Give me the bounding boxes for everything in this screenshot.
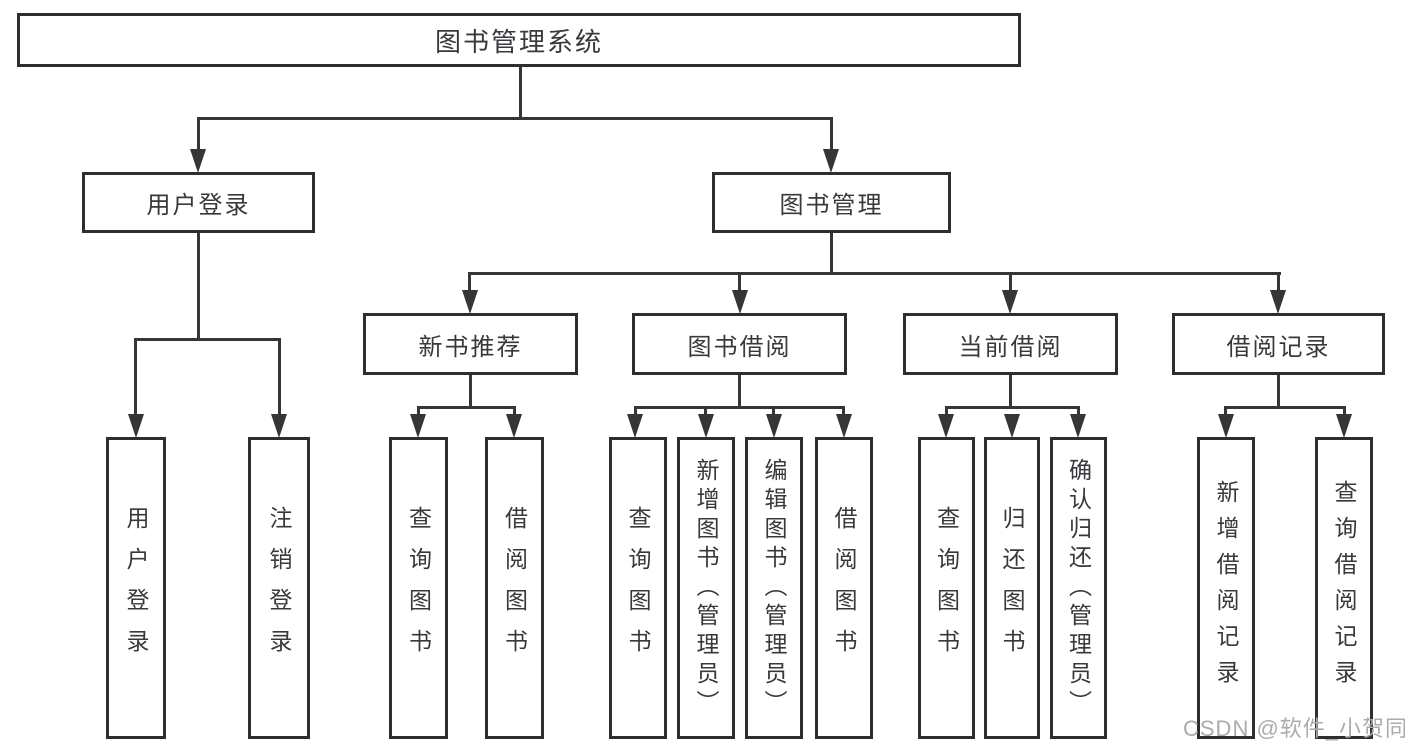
- connector-line: [469, 375, 472, 409]
- node-borrowing-records: 借阅记录: [1172, 313, 1385, 375]
- leaf-borrow-books-recommend: 借阅图书: [485, 437, 544, 739]
- connector-line: [417, 406, 420, 416]
- connector-line: [1077, 406, 1080, 416]
- node-label: 归还图书: [999, 506, 1025, 670]
- connector-line: [1224, 406, 1346, 409]
- leaf-query-books-current: 查询图书: [918, 437, 975, 739]
- connector-line: [1277, 375, 1280, 409]
- connector-line: [1343, 406, 1346, 416]
- leaf-add-borrow-record: 新增借阅记录: [1197, 437, 1255, 739]
- connector-line: [704, 406, 707, 416]
- node-current-borrowing: 当前借阅: [903, 313, 1118, 375]
- arrow-down-icon: [1004, 414, 1020, 438]
- connector-line: [197, 117, 200, 151]
- node-label: 编辑图书（管理员）: [761, 457, 787, 719]
- node-label: 借阅图书: [831, 506, 857, 670]
- arrow-down-icon: [836, 414, 852, 438]
- connector-line: [772, 406, 775, 416]
- node-user-login: 用户登录: [82, 172, 315, 233]
- connector-line: [738, 375, 741, 409]
- node-label: 借阅记录: [1226, 333, 1331, 361]
- connector-line: [830, 117, 833, 151]
- arrow-down-icon: [1270, 290, 1286, 314]
- connector-line: [634, 406, 637, 416]
- arrow-down-icon: [938, 414, 954, 438]
- connector-line: [738, 272, 741, 292]
- arrow-down-icon: [732, 290, 748, 314]
- connector-line: [519, 67, 522, 117]
- node-library-management-system: 图书管理系统: [17, 13, 1021, 67]
- arrow-down-icon: [1002, 290, 1018, 314]
- node-label: 图书借阅: [687, 333, 792, 361]
- leaf-return-books: 归还图书: [984, 437, 1040, 739]
- node-book-borrowing: 图书借阅: [632, 313, 847, 375]
- leaf-add-books-admin: 新增图书（管理员）: [677, 437, 735, 739]
- connector-line: [134, 338, 137, 416]
- node-new-book-recommendation: 新书推荐: [363, 313, 578, 375]
- arrow-down-icon: [627, 414, 643, 438]
- leaf-user-login: 用户登录: [106, 437, 166, 739]
- arrow-down-icon: [1070, 414, 1086, 438]
- node-book-management: 图书管理: [712, 172, 951, 233]
- connector-line: [468, 272, 471, 292]
- node-label: 用户登录: [123, 506, 149, 670]
- node-label: 查询图书: [405, 506, 432, 670]
- connector-line: [197, 233, 200, 341]
- leaf-confirm-return-admin: 确认归还（管理员）: [1050, 437, 1107, 739]
- connector-line: [945, 406, 948, 416]
- arrow-down-icon: [190, 149, 206, 173]
- leaf-query-books-borrowing: 查询图书: [609, 437, 667, 739]
- connector-line: [945, 406, 1080, 409]
- node-label: 用户登录: [146, 192, 251, 219]
- arrow-down-icon: [462, 290, 478, 314]
- arrow-down-icon: [506, 414, 522, 438]
- node-label: 图书管理系统: [434, 26, 603, 57]
- arrow-down-icon: [823, 149, 839, 173]
- node-label: 查询借阅记录: [1331, 480, 1357, 696]
- connector-line: [1224, 406, 1227, 416]
- arrow-down-icon: [410, 414, 426, 438]
- connector-line: [513, 406, 516, 416]
- arrow-down-icon: [128, 414, 144, 438]
- connector-line: [634, 406, 845, 409]
- node-label: 查询图书: [625, 506, 651, 670]
- connector-line: [468, 272, 1281, 275]
- leaf-edit-books-admin: 编辑图书（管理员）: [745, 437, 803, 739]
- node-label: 注销登录: [266, 506, 292, 670]
- connector-line: [278, 338, 281, 416]
- leaf-logout: 注销登录: [248, 437, 310, 739]
- arrow-down-icon: [698, 414, 714, 438]
- node-label: 确认归还（管理员）: [1065, 457, 1092, 719]
- node-label: 当前借阅: [958, 333, 1063, 361]
- node-label: 查询图书: [933, 506, 960, 670]
- connector-line: [1009, 272, 1012, 292]
- connector-line: [842, 406, 845, 416]
- arrow-down-icon: [271, 414, 287, 438]
- node-label: 新书推荐: [418, 333, 523, 361]
- leaf-borrow-books: 借阅图书: [815, 437, 873, 739]
- node-label: 图书管理: [779, 192, 884, 219]
- connector-line: [1277, 272, 1280, 292]
- node-label: 新增借阅记录: [1213, 480, 1239, 696]
- arrow-down-icon: [1336, 414, 1352, 438]
- connector-line: [417, 406, 516, 409]
- connector-line: [197, 117, 833, 120]
- leaf-query-borrow-record: 查询借阅记录: [1315, 437, 1373, 739]
- node-label: 新增图书（管理员）: [693, 457, 719, 719]
- csdn-watermark: CSDN @软件_小贺同学: [1183, 716, 1405, 741]
- connector-line: [830, 233, 833, 275]
- node-label: 借阅图书: [501, 506, 528, 670]
- arrow-down-icon: [766, 414, 782, 438]
- arrow-down-icon: [1218, 414, 1234, 438]
- leaf-query-books-recommend: 查询图书: [389, 437, 448, 739]
- connector-line: [1009, 375, 1012, 409]
- connector-line: [134, 338, 281, 341]
